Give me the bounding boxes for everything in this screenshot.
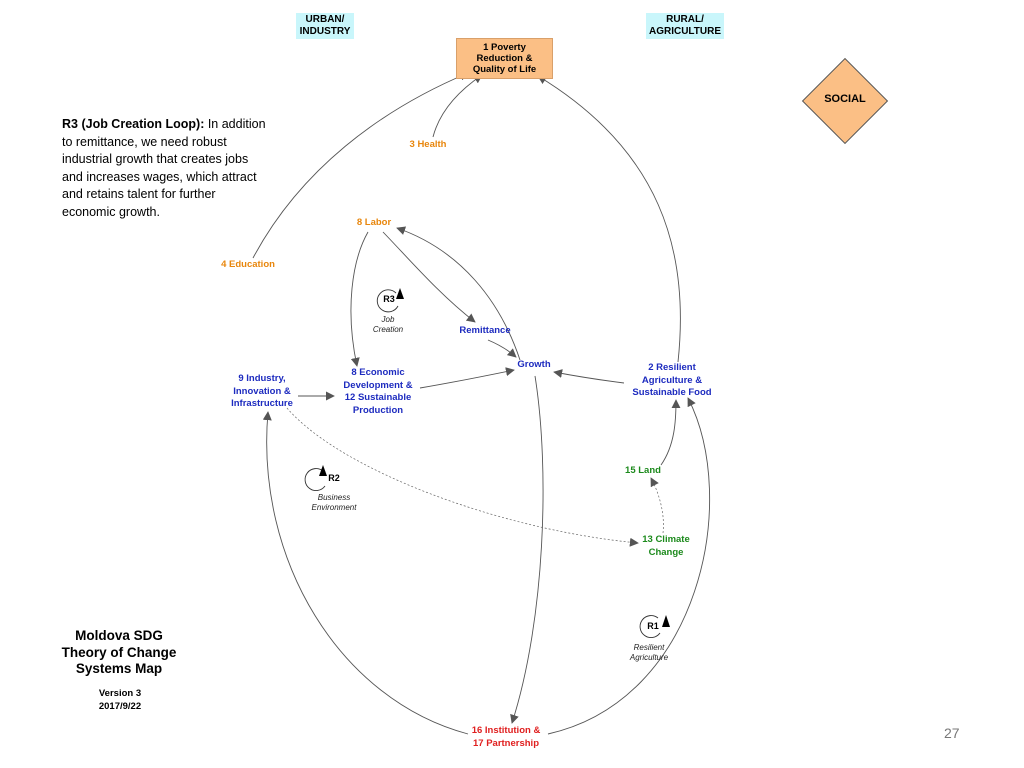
map-title-line-3: Systems Map	[75, 661, 163, 676]
education-node: 4 Education	[221, 259, 275, 270]
growth-node: Growth	[517, 359, 551, 370]
climate-line-2: Change	[648, 546, 684, 558]
link-growth-labor	[396, 226, 521, 361]
rural-tag-line-1: RURAL/	[666, 14, 704, 25]
industry-line-3: Infrastructure	[231, 398, 293, 409]
version-info: Version 3 2017/9/22	[70, 688, 170, 713]
urban-tag-line-1: URBAN/	[305, 14, 345, 25]
loop-r2-label-line-1: Business	[317, 493, 351, 502]
link-agri-poverty	[537, 75, 681, 363]
agri-line-1: 2 Resilient	[648, 362, 696, 373]
r3-loop-note: R3 (Job Creation Loop): In addition to r…	[62, 116, 270, 221]
industry-node: 9 Industry, Innovation & Infrastructure	[226, 373, 298, 411]
social-diamond	[801, 57, 889, 145]
resilient-agriculture-node: 2 Resilient Agriculture & Sustainable Fo…	[624, 362, 720, 400]
loop-r2-arc	[304, 468, 326, 491]
version-date: 2017/9/22	[98, 700, 142, 712]
climate-change-node: 13 Climate Change	[634, 534, 698, 559]
link-institution-industry	[262, 411, 469, 735]
economic-development-node: 8 Economic Development & 12 Sustainable …	[334, 367, 422, 417]
remittance-node: Remittance	[459, 325, 511, 336]
institution-line-1: 16 Institution &	[471, 725, 541, 736]
industry-line-1: 9 Industry,	[238, 373, 286, 384]
institution-line-2: 17 Partnership	[473, 737, 539, 749]
map-title-line-2: Theory of Change	[61, 644, 177, 660]
link-econ-growth	[419, 367, 515, 389]
institution-partnership-node: 16 Institution & 17 Partnership	[462, 725, 550, 750]
loop-r3-label-line-1: Job	[381, 315, 395, 324]
loop-r2-arrow	[319, 465, 327, 476]
agri-line-3: Sustainable Food	[632, 387, 712, 398]
econ-line-3: 12 Sustainable	[344, 392, 412, 403]
climate-line-1: 13 Climate	[642, 534, 690, 545]
link-labor-remittance	[382, 231, 476, 323]
health-node: 3 Health	[409, 139, 447, 150]
poverty-reduction-node: 1 Poverty Reduction & Quality of Life	[456, 38, 553, 79]
loop-r2-label: Business Environment	[300, 493, 368, 513]
loop-r1-label-line-2: Agriculture	[629, 653, 669, 662]
page-number: 27	[944, 725, 960, 741]
link-labor-econ	[350, 231, 369, 367]
version-line: Version 3	[98, 688, 142, 699]
map-title-line-1: Moldova SDG	[75, 628, 163, 643]
loop-r1-arc	[639, 615, 661, 638]
link-land-agri	[660, 399, 681, 466]
map-title: Moldova SDG Theory of Change Systems Map	[40, 628, 198, 678]
loop-r3-arc	[376, 289, 399, 313]
poverty-line-2: Reduction &	[476, 53, 533, 64]
loop-r3-label: Job Creation	[364, 315, 412, 335]
poverty-line-1: 1 Poverty	[483, 42, 526, 53]
econ-line-1: 8 Economic	[351, 367, 405, 378]
link-institution-agri	[547, 397, 711, 735]
link-education-poverty	[252, 71, 469, 259]
loop-r1-label-line-1: Resilient	[633, 643, 665, 652]
link-remittance-growth	[487, 339, 517, 358]
link-climate-land	[650, 477, 664, 534]
link-industry-climate	[286, 407, 639, 547]
link-health-poverty	[432, 74, 483, 138]
loop-r1-arrow	[662, 615, 670, 627]
econ-line-2: Development &	[343, 379, 413, 391]
loop-r1-label: Resilient Agriculture	[620, 643, 678, 663]
link-growth-institution	[510, 375, 544, 724]
rural-tag-line-2: AGRICULTURE	[648, 26, 722, 37]
loop-r3-id: R3	[383, 294, 395, 304]
rural-agriculture-tag: RURAL/ AGRICULTURE	[646, 13, 724, 39]
urban-industry-tag: URBAN/ INDUSTRY	[296, 13, 354, 39]
social-label: SOCIAL	[824, 93, 866, 105]
note-heading: R3 (Job Creation Loop):	[62, 117, 205, 131]
urban-tag-line-2: INDUSTRY	[299, 26, 351, 37]
econ-line-4: Production	[352, 404, 404, 416]
labor-node: 8 Labor	[356, 217, 392, 228]
loop-r3-label-line-2: Creation	[372, 325, 404, 334]
industry-line-2: Innovation &	[233, 385, 291, 397]
land-node: 15 Land	[625, 465, 661, 476]
agri-line-2: Agriculture &	[641, 374, 703, 386]
poverty-line-3: Quality of Life	[472, 64, 537, 75]
note-body: In addition to remittance, we need robus…	[62, 117, 266, 219]
loop-r2-label-line-2: Environment	[311, 503, 357, 512]
loop-r3-arrow	[396, 288, 404, 299]
link-agri-growth	[553, 369, 625, 384]
loop-r2-id: R2	[328, 473, 340, 483]
loop-r1-id: R1	[647, 621, 659, 631]
